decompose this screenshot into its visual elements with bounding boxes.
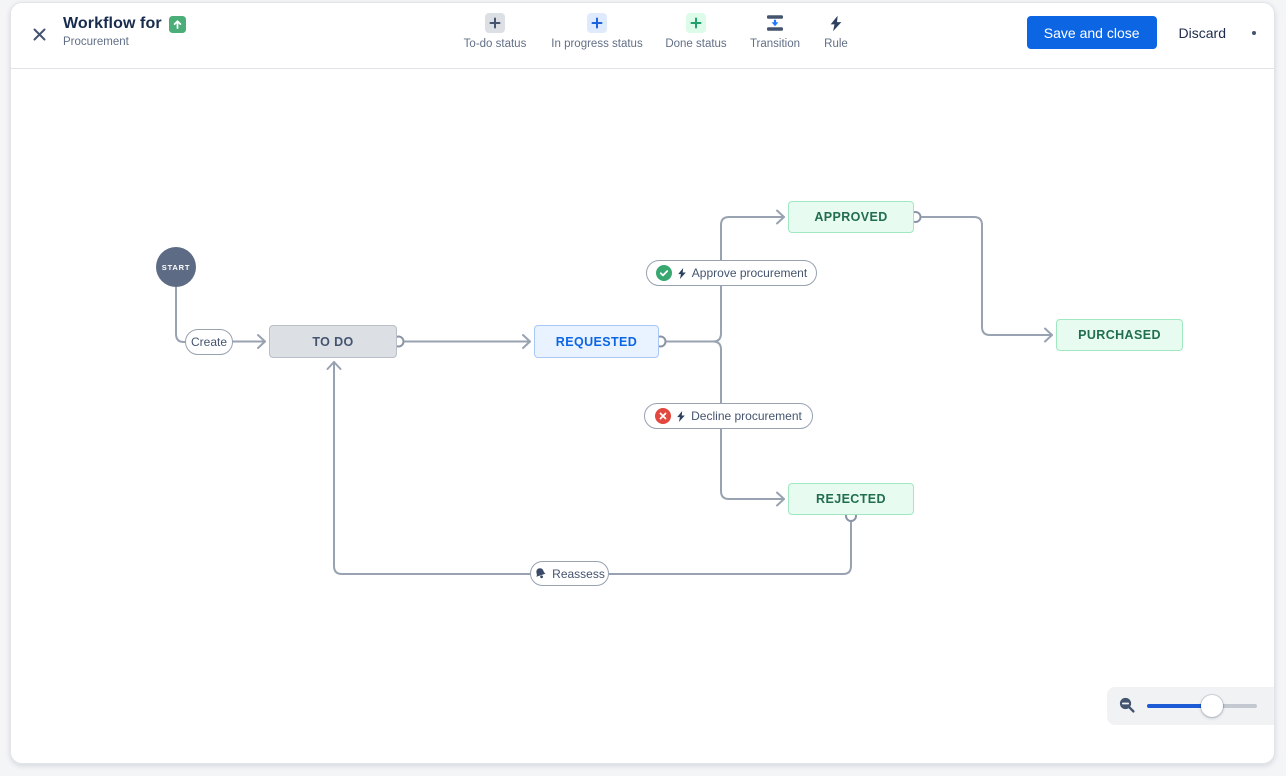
- status-todo[interactable]: TO DO: [269, 325, 397, 358]
- magnifier-minus-icon: [1117, 695, 1137, 718]
- workflow-subtitle: Procurement: [63, 36, 129, 48]
- editor-header: Workflow for Procurement To-do status In…: [11, 3, 1274, 69]
- arrowhead: [326, 361, 342, 370]
- arrowhead: [1044, 327, 1053, 343]
- connector-decline: [712, 340, 785, 500]
- connector-approved-purchased: [921, 216, 1053, 336]
- arrowhead: [776, 209, 785, 225]
- tool-label: To-do status: [463, 38, 527, 50]
- arrowhead: [522, 334, 531, 349]
- arrowhead: [776, 491, 785, 507]
- status-label: REJECTED: [816, 492, 886, 506]
- arrowhead: [257, 334, 266, 349]
- status-label: REQUESTED: [555, 334, 638, 349]
- title-block: Workflow for Procurement: [63, 15, 186, 48]
- start-label: START: [161, 262, 191, 272]
- connector-start-create: [175, 286, 186, 343]
- header-actions: Save and close Discard: [1026, 16, 1256, 49]
- page-title: Workflow for: [63, 15, 162, 32]
- zoom-out-button[interactable]: [1117, 695, 1137, 718]
- tool-label: In progress status: [551, 38, 643, 50]
- connector-reassess: [333, 361, 852, 575]
- tool-label: Transition: [749, 38, 801, 50]
- tool-todo-status[interactable]: To-do status: [457, 13, 533, 50]
- discard-button[interactable]: Discard: [1167, 16, 1238, 49]
- transition-approve[interactable]: Approve procurement: [646, 260, 817, 286]
- plus-icon: [485, 13, 505, 33]
- transition-label: Decline procurement: [691, 409, 802, 423]
- workflow-editor-window: Workflow for Procurement To-do status In…: [10, 2, 1275, 764]
- tool-inprogress-status[interactable]: In progress status: [546, 13, 648, 50]
- cross-circle-icon: [655, 408, 672, 424]
- start-node[interactable]: START: [156, 247, 196, 287]
- bell-icon: [534, 567, 547, 580]
- status-label: APPROVED: [814, 210, 888, 224]
- check-circle-icon: [655, 265, 672, 281]
- status-approved[interactable]: APPROVED: [788, 201, 914, 233]
- status-label: PURCHASED: [1078, 328, 1161, 342]
- transition-decline[interactable]: Decline procurement: [644, 403, 813, 429]
- zoom-slider-thumb[interactable]: [1201, 695, 1223, 717]
- zoom-slider[interactable]: [1147, 695, 1259, 717]
- transition-reassess[interactable]: Reassess: [530, 561, 609, 586]
- lightning-icon: [826, 13, 846, 33]
- tool-label: Rule: [824, 38, 848, 50]
- rule-lightning-icon: [676, 410, 686, 423]
- status-purchased[interactable]: PURCHASED: [1056, 319, 1183, 351]
- close-button[interactable]: [27, 24, 51, 48]
- plus-icon: [587, 13, 607, 33]
- tool-done-status[interactable]: Done status: [661, 13, 731, 50]
- transition-icon: [765, 13, 785, 33]
- status-requested[interactable]: REQUESTED: [534, 325, 659, 358]
- overflow-dot: [1252, 30, 1256, 35]
- close-icon: [32, 27, 47, 45]
- tool-rule[interactable]: Rule: [819, 13, 853, 50]
- palette-toolbar: To-do status In progress status Done sta…: [457, 13, 853, 50]
- tool-transition[interactable]: Transition: [744, 13, 806, 50]
- zoom-control: [1107, 687, 1274, 725]
- transition-label: Create: [190, 334, 228, 349]
- tool-label: Done status: [665, 38, 727, 50]
- status-label: TO DO: [312, 334, 354, 349]
- plus-icon: [686, 13, 706, 33]
- transition-label: Reassess: [552, 566, 605, 581]
- zoom-slider-fill: [1147, 704, 1212, 708]
- transition-create[interactable]: Create: [185, 328, 233, 355]
- connector-layer: [175, 209, 1053, 575]
- rule-lightning-icon: [677, 267, 687, 280]
- status-rejected[interactable]: REJECTED: [788, 483, 914, 515]
- transition-label: Approve procurement: [691, 266, 808, 280]
- improvement-issue-type-icon: [168, 15, 186, 33]
- workflow-canvas[interactable]: START TO DO REQUESTED APPROVED REJECTED …: [11, 69, 1274, 763]
- save-and-close-button[interactable]: Save and close: [1026, 16, 1157, 49]
